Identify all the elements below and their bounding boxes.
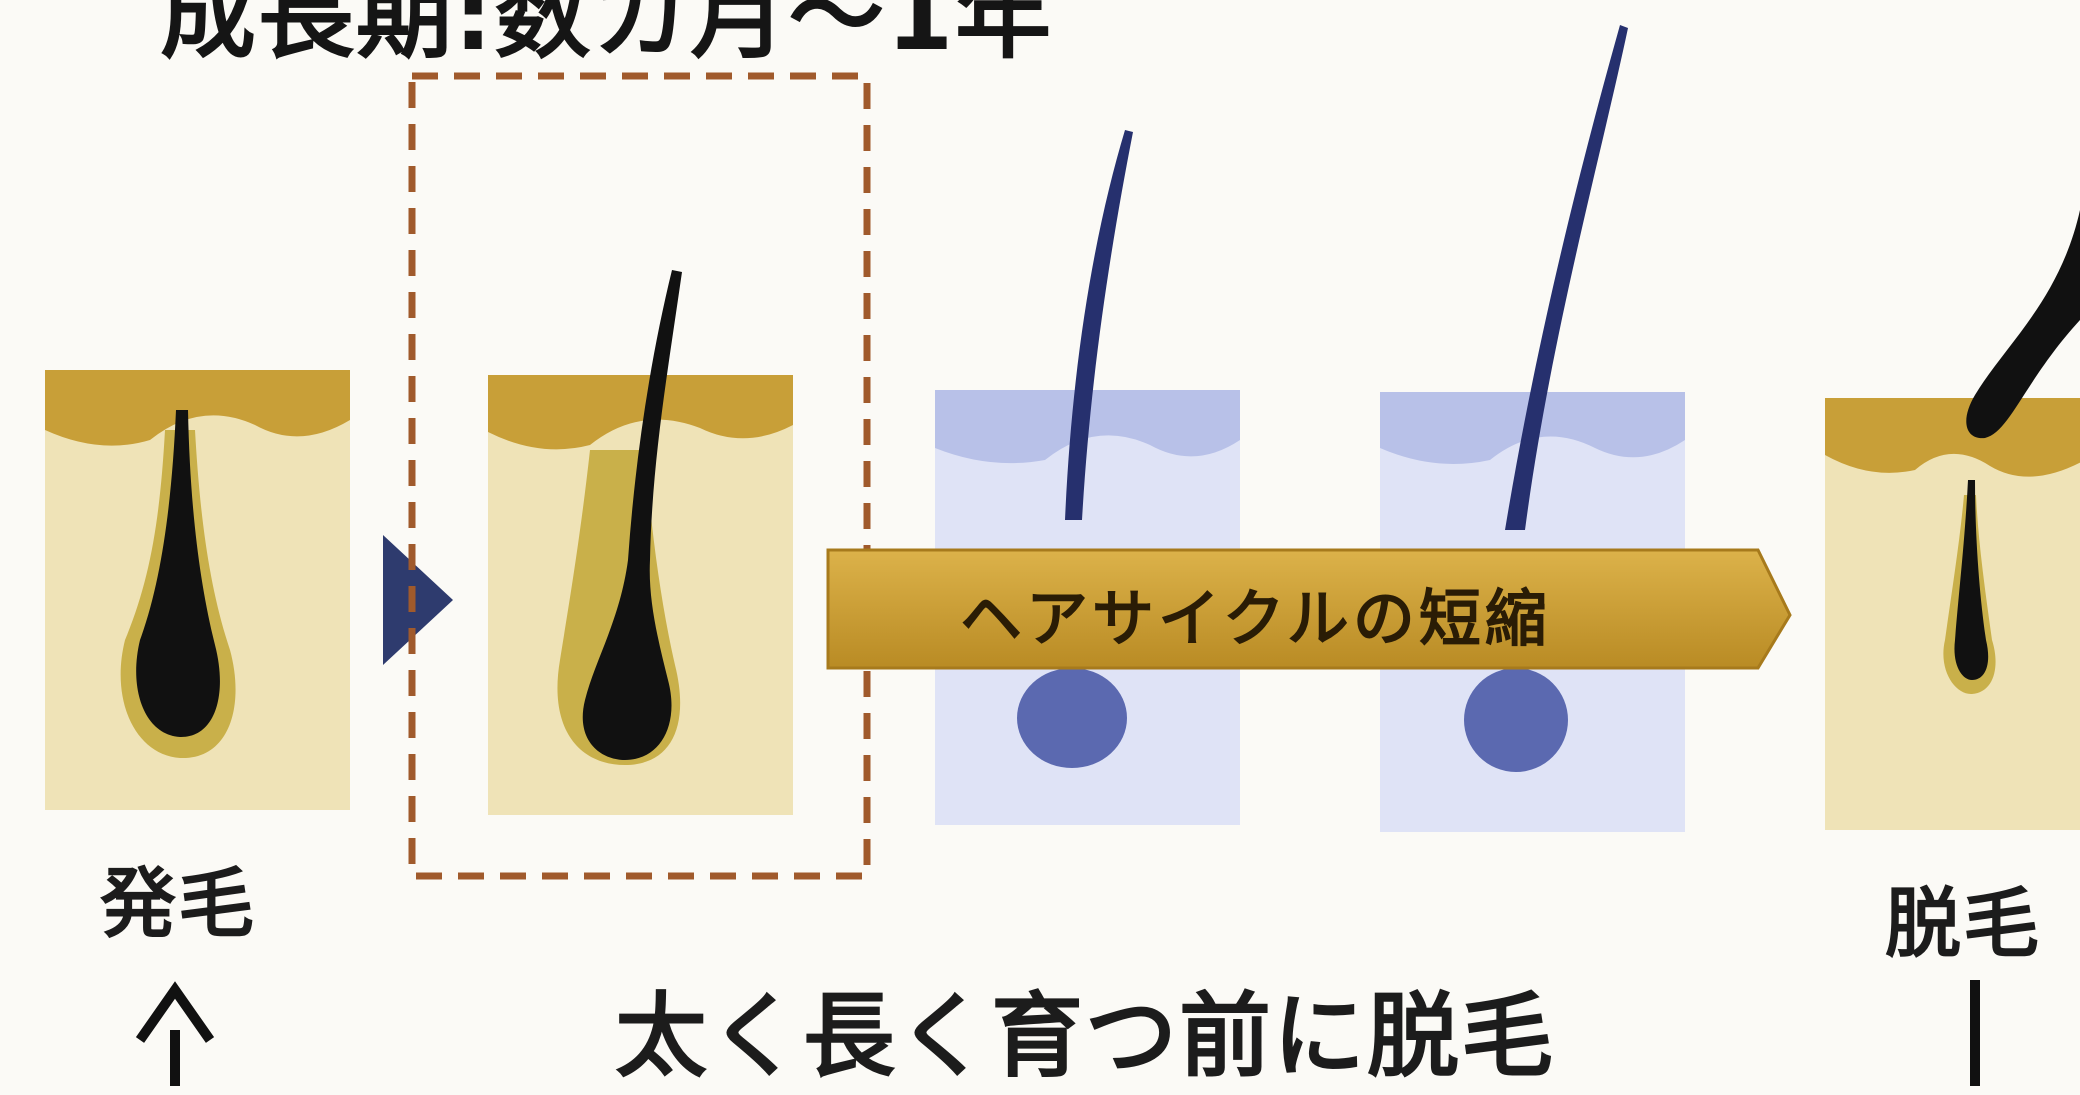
header-title: 成長期:数カ月〜1年 [160,0,1054,72]
up-arrow-icon [135,981,215,1086]
shedding-hair-icon [1943,210,2080,695]
banner-label: ヘアサイクルの短縮 [960,582,1551,655]
follicle-tile-growth [45,370,350,810]
caption: 太く長く育つ前に脱毛 [615,983,1556,1090]
follicle-tile-faded-2 [1380,25,1685,832]
stage-label-growth: 発毛 [100,859,256,948]
stage-label-shed: 脱毛 [1885,879,2041,968]
hair-bulb-icon [120,410,236,759]
hair-cycle-shortening-banner [826,548,1792,670]
hair-strand-icon [1065,130,1133,520]
hair-strand-icon [557,270,682,765]
hair-bulb-icon [1464,668,1568,772]
follicle-tile-faded-1 [935,130,1240,825]
hair-strand-icon [1505,25,1628,530]
arrow-right-icon [383,535,453,665]
dashed-highlight-frame [408,72,871,880]
follicle-tile-shedding [1825,210,2080,830]
hair-bulb-icon [1017,668,1127,768]
follicle-tile-highlighted [408,72,871,880]
